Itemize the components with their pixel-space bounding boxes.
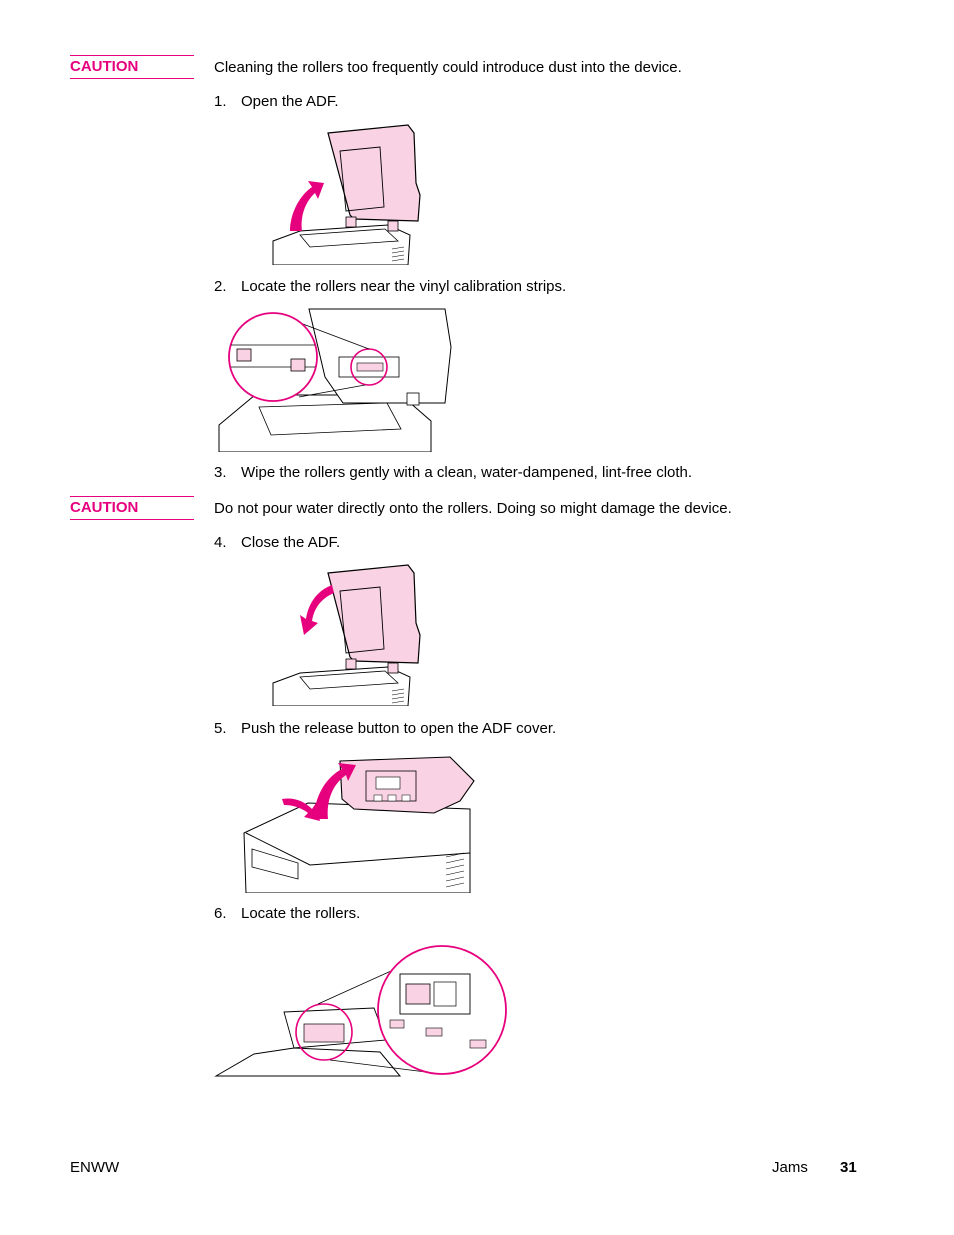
step-text: Locate the rollers. xyxy=(241,905,361,922)
step-text: Wipe the rollers gently with a clean, wa… xyxy=(241,464,693,481)
step-number: 1. xyxy=(214,93,227,110)
step-text: Open the ADF. xyxy=(241,93,339,110)
step-text: Locate the rollers near the vinyl calibr… xyxy=(241,278,567,295)
footer-left: ENWW xyxy=(70,1159,120,1176)
step-number: 2. xyxy=(214,278,227,295)
page-number: 31 xyxy=(840,1159,857,1176)
caution-label: CAUTION xyxy=(70,496,194,520)
figure-open-adf xyxy=(270,123,430,265)
step-4: 4. Close the ADF. xyxy=(214,534,340,552)
figure-close-adf xyxy=(270,563,430,706)
step-5: 5. Push the release button to open the AD… xyxy=(214,720,556,738)
figure-release-button xyxy=(238,753,478,893)
caution-text: Do not pour water directly onto the roll… xyxy=(214,500,732,517)
caution-label: CAUTION xyxy=(70,55,194,79)
caution-text: Cleaning the rollers too frequently coul… xyxy=(214,59,682,76)
step-1: 1. Open the ADF. xyxy=(214,93,339,111)
step-number: 3. xyxy=(214,464,227,481)
step-number: 6. xyxy=(214,905,227,922)
step-number: 5. xyxy=(214,720,227,737)
step-2: 2. Locate the rollers near the vinyl cali… xyxy=(214,278,566,296)
footer-section: Jams xyxy=(772,1159,808,1176)
step-3: 3. Wipe the rollers gently with a clean, … xyxy=(214,464,692,482)
figure-locate-rollers-strips xyxy=(215,307,460,452)
step-text: Close the ADF. xyxy=(241,534,341,551)
step-text: Push the release button to open the ADF … xyxy=(241,720,557,737)
figure-locate-rollers xyxy=(214,944,510,1080)
step-6: 6. Locate the rollers. xyxy=(214,905,360,923)
step-number: 4. xyxy=(214,534,227,551)
